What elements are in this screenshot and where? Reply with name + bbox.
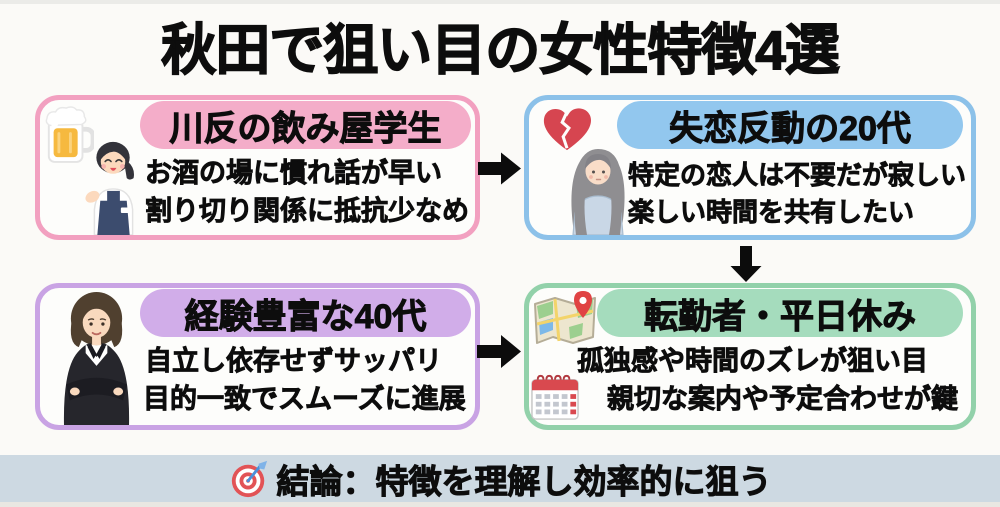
conclusion-bar: 結論：特徴を理解し効率的に狙う <box>0 455 1000 502</box>
broken-heart-icon <box>538 105 596 153</box>
card-body-line: 特定の恋人は不要だが寂しい <box>628 160 967 191</box>
card-kawabata-izakaya-student: 川反の飲み屋学生 お酒の場に慣れ <box>35 95 480 240</box>
businesswoman-illustration <box>48 290 146 425</box>
calendar-icon <box>529 373 581 421</box>
card-body-line: 目的一致でスムーズに進展 <box>143 384 466 415</box>
card-header-label: 経験豊富な40代 <box>184 297 427 336</box>
map-pin-icon <box>531 289 601 347</box>
arrow-right-icon <box>478 151 521 186</box>
card-header-pill: 川反の飲み屋学生 <box>140 101 471 149</box>
card-header-pill: 失恋反動の20代 <box>617 101 963 149</box>
card-heartbreak-rebound-20s: 失恋反動の20代 特定の恋人は不要だが寂しい 楽しい時間を共有したい <box>524 95 976 240</box>
waitress-illustration <box>84 137 144 236</box>
top-edge-strip <box>0 0 1000 4</box>
card-header-label: 川反の飲み屋学生 <box>169 109 442 148</box>
conclusion-text: 結論：特徴を理解し効率的に狙う <box>276 462 772 500</box>
page-title: 秋田で狙い目の女性特徴4選 <box>160 18 840 82</box>
card-experienced-40s: 経験豊富な40代 自立し依存せずサッパリ 目的一致でスムーズに進展 <box>35 283 480 430</box>
arrow-down-icon <box>729 246 763 282</box>
card-body-line: お酒の場に慣れ話が早い <box>145 158 443 189</box>
card-body-line: 割り切り関係に抵抗少なめ <box>145 196 470 227</box>
card-transferee-weekday-off: 転勤者・平日休み <box>524 283 976 430</box>
beer-mug-icon <box>44 106 96 164</box>
card-body-line: 楽しい時間を共有したい <box>628 197 915 228</box>
card-header-label: 失恋反動の20代 <box>669 109 912 148</box>
bottom-edge-strip <box>0 502 1000 507</box>
card-body-line: 自立し依存せずサッパリ <box>145 346 443 377</box>
card-body-line: 孤独感や時間のズレが狙い目 <box>577 346 929 377</box>
card-header-label: 転勤者・平日休み <box>644 297 917 336</box>
card-header-pill: 転勤者・平日休み <box>597 289 963 337</box>
card-body-line: 親切な案内や予定合わせが鍵 <box>607 384 959 415</box>
sad-woman-illustration <box>557 143 639 236</box>
card-header-pill: 経験豊富な40代 <box>140 289 471 337</box>
target-dart-icon <box>229 459 269 499</box>
arrow-right-icon <box>477 333 521 370</box>
